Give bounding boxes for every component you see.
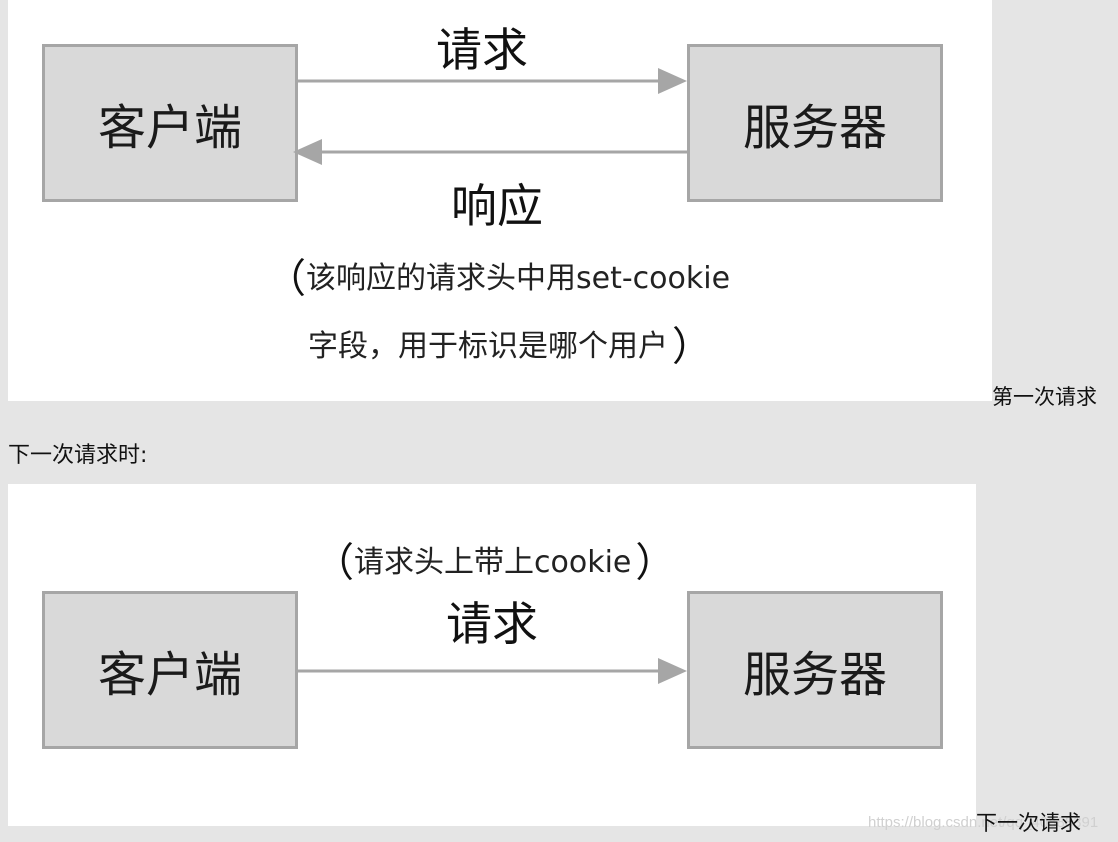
client-box: 客户端 xyxy=(42,591,298,749)
note-line2-text: 字段，用于标识是哪个用户 xyxy=(308,329,668,364)
arrows xyxy=(293,68,687,165)
request-label: 请求 xyxy=(446,597,538,651)
diagram-next-request: 客户端 服务器 （请求头上带上cookie） 请求 xyxy=(8,484,976,826)
client-label: 客户端 xyxy=(97,647,242,703)
request-note: （请求头上带上cookie） xyxy=(314,530,675,588)
server-box: 服务器 xyxy=(687,591,943,749)
server-label: 服务器 xyxy=(742,647,887,703)
server-label: 服务器 xyxy=(742,100,887,156)
response-note-line2: 字段，用于标识是哪个用户） xyxy=(308,314,712,372)
request-arrowhead xyxy=(658,68,687,94)
next-request-heading: 下一次请求时: xyxy=(8,443,148,468)
request-arrowhead xyxy=(658,658,687,684)
note-close-paren: ） xyxy=(635,540,676,586)
caption-first-request: 第一次请求 xyxy=(992,385,1097,409)
note-text: 请求头上带上cookie xyxy=(354,545,632,580)
response-arrowhead xyxy=(293,139,322,165)
server-box: 服务器 xyxy=(687,44,943,202)
note-open-paren: （ xyxy=(314,540,354,586)
arrows xyxy=(298,658,687,684)
note-close-paren: ） xyxy=(672,324,712,370)
caption-next-request: 下一次请求 xyxy=(976,811,1081,835)
client-label: 客户端 xyxy=(97,100,242,156)
diagram-first-request: 客户端 服务器 请求 响应 （该响应的请求头中用set-cookie 字段，用于… xyxy=(8,0,992,401)
client-box: 客户端 xyxy=(42,44,298,202)
note-line1-text: 该响应的请求头中用set-cookie xyxy=(306,261,731,296)
response-label: 响应 xyxy=(451,179,543,233)
watermark: https://blog.csdn.net/qq_40888391 xyxy=(868,814,1099,831)
note-open-paren: （ xyxy=(266,256,306,302)
response-note-line1: （该响应的请求头中用set-cookie xyxy=(266,246,730,304)
request-label: 请求 xyxy=(436,23,528,77)
